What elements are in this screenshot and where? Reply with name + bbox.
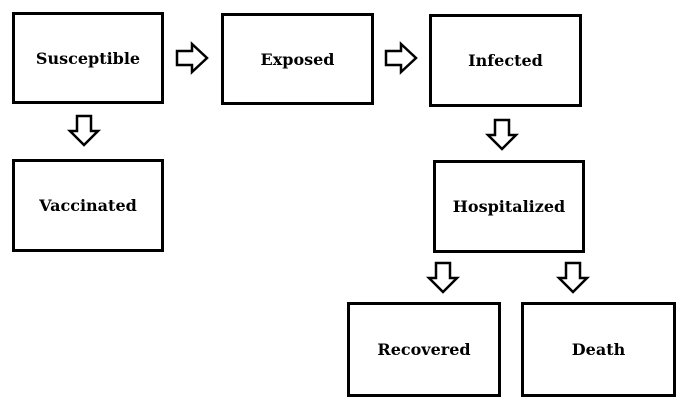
node-infected: Infected [429,14,582,107]
node-hospitalized: Hospitalized [433,160,585,253]
node-exposed-label: Exposed [260,49,335,69]
node-death: Death [521,302,676,397]
node-susceptible: Susceptible [12,12,164,104]
node-susceptible-label: Susceptible [35,48,141,68]
arrow-right-icon [384,41,418,75]
node-death-label: Death [571,340,626,359]
arrow-down-icon [66,114,102,147]
arrow-down-icon [484,118,520,151]
arrow-down-icon [425,261,461,294]
node-infected-label: Infected [468,51,543,70]
arrow-down-icon [555,261,591,294]
node-vaccinated: Vaccinated [12,159,164,252]
node-exposed: Exposed [221,13,374,105]
node-hospitalized-label: Hospitalized [452,197,566,216]
arrow-right-icon [175,41,209,75]
node-vaccinated-label: Vaccinated [39,196,137,215]
node-recovered: Recovered [347,302,501,397]
node-recovered-label: Recovered [377,340,471,359]
